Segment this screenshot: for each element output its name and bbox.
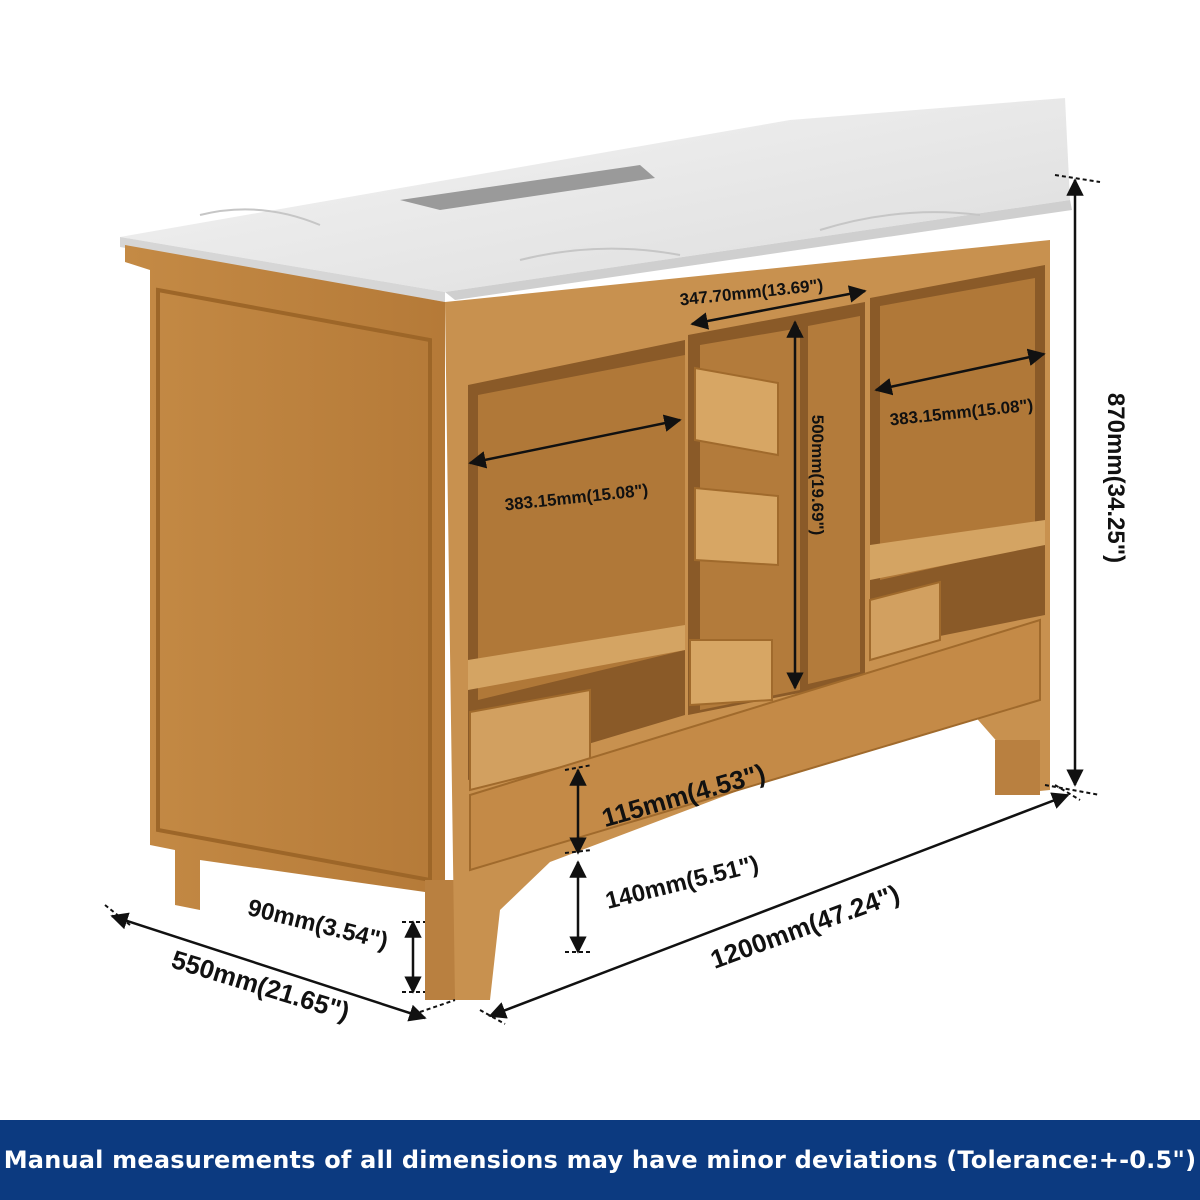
dimension-lines xyxy=(110,178,1084,1022)
dim-width: 1200mm(47.24") xyxy=(706,878,903,974)
drawer-right xyxy=(869,580,941,662)
dim-leg-height: 90mm(3.54") xyxy=(245,894,391,955)
countertop xyxy=(120,98,1072,302)
dim-center-opening-height: 500mm(19.69") xyxy=(808,415,827,536)
side-panel xyxy=(125,245,455,1000)
footer-banner: Manual measurements of all dimensions ma… xyxy=(0,1120,1200,1200)
front-right-leg xyxy=(995,740,1040,795)
sink-basin xyxy=(400,165,655,210)
tolerance-note: Manual measurements of all dimensions ma… xyxy=(3,1146,1197,1174)
front-leg xyxy=(425,880,455,1000)
drawer-center-2 xyxy=(694,486,779,567)
extension-ticks xyxy=(104,174,1101,1025)
dim-total-height: 870mm(34.25") xyxy=(1102,393,1129,563)
vanity-diagram: 347.70mm(13.69") 383.15mm(15.08") 383.15… xyxy=(104,98,1129,1027)
drawer-center-3 xyxy=(689,639,773,707)
drawer-center-1 xyxy=(694,366,779,457)
dim-clearance-height: 140mm(5.51") xyxy=(603,851,762,915)
front-face xyxy=(445,240,1050,1000)
